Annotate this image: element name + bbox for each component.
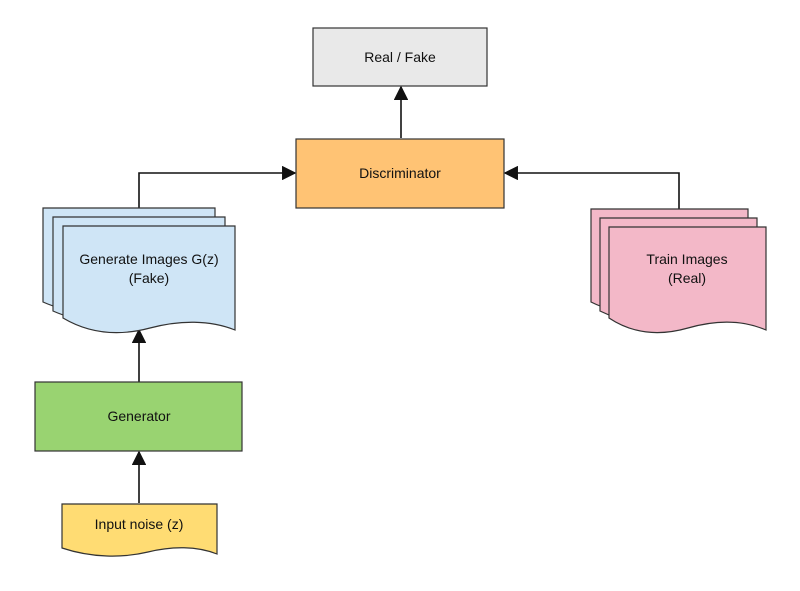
train-images-node: Train Images (Real) xyxy=(590,208,767,334)
input-noise-box xyxy=(61,503,218,557)
edge-train-images-to-discriminator xyxy=(503,165,680,209)
real-fake-label: Real / Fake xyxy=(364,49,436,65)
generated-images-node: Generate Images G(z) (Fake) xyxy=(42,207,236,334)
discriminator-node: Discriminator xyxy=(295,138,505,209)
discriminator-box xyxy=(295,138,505,209)
train-images-label: Train Images xyxy=(646,251,727,267)
input-noise-node: Input noise (z) xyxy=(61,503,218,557)
discriminator-label: Discriminator xyxy=(359,165,441,181)
edge-generated-images-to-discriminator xyxy=(138,165,297,209)
generator-box xyxy=(34,381,243,452)
edges xyxy=(131,85,680,503)
train-images-sheet-front xyxy=(608,226,767,334)
real-fake-node: Real / Fake xyxy=(312,27,488,87)
real-fake-box xyxy=(312,27,488,87)
input-noise-label: Input noise (z) xyxy=(95,516,184,532)
generator-node: Generator xyxy=(34,381,243,452)
generated-images-sheet-front xyxy=(62,225,236,334)
generated-images-label: Generate Images G(z) xyxy=(79,251,218,267)
generated-images-sublabel: (Fake) xyxy=(129,270,169,286)
train-images-sublabel: (Real) xyxy=(668,270,706,286)
generator-label: Generator xyxy=(107,408,170,424)
